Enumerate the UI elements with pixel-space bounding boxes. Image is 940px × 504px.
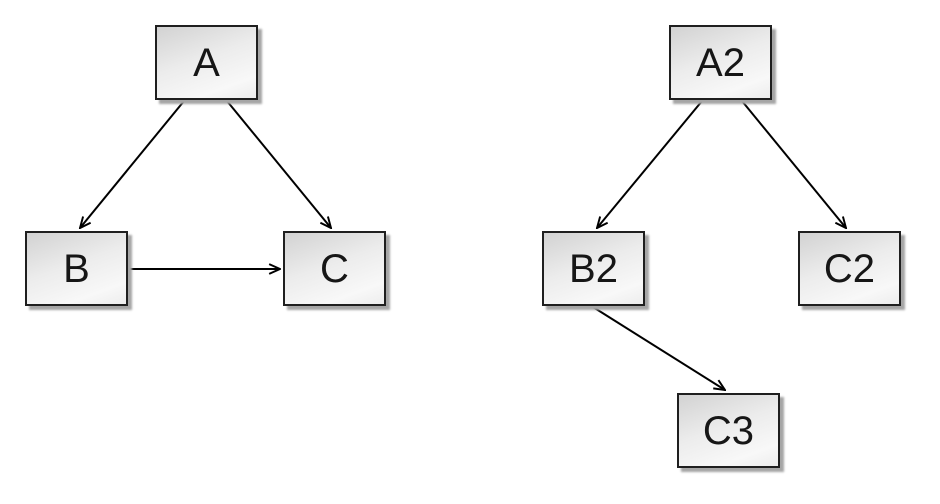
node-A[interactable]: A [155, 25, 258, 100]
edge-A-to-C [226, 100, 331, 228]
node-B2[interactable]: B2 [542, 231, 645, 306]
node-C[interactable]: C [283, 231, 386, 306]
node-C2[interactable]: C2 [798, 231, 901, 306]
node-B-label: B [63, 246, 90, 291]
node-C2-label: C2 [823, 246, 876, 291]
node-B2-label: B2 [569, 246, 618, 291]
node-C-label: C [320, 246, 349, 291]
node-B[interactable]: B [25, 231, 128, 306]
edge-A-to-B [80, 100, 185, 228]
node-A-label: A [193, 40, 220, 85]
node-C3-label: C3 [702, 408, 755, 453]
node-C3[interactable]: C3 [677, 393, 780, 468]
node-A2[interactable]: A2 [669, 25, 772, 100]
node-A2-label: A2 [696, 40, 745, 85]
edge-B2-to-C3 [592, 306, 725, 390]
edge-A2-to-B2 [597, 100, 703, 228]
edge-A2-to-C2 [741, 100, 846, 228]
